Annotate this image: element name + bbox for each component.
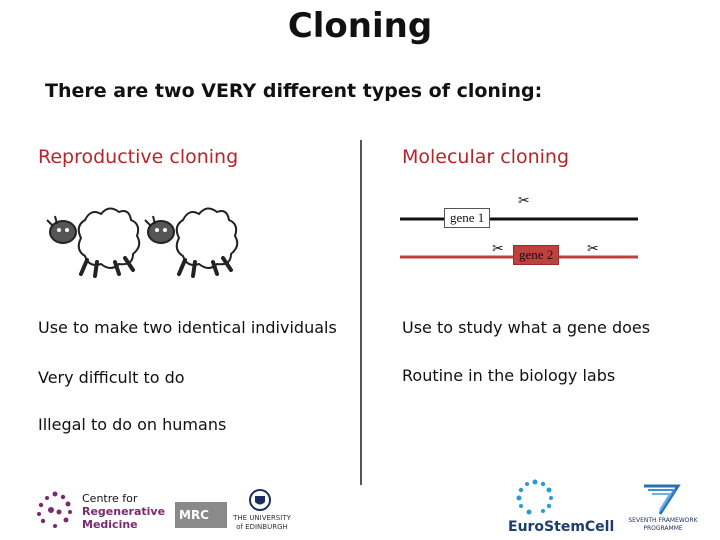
page-title: Cloning xyxy=(287,6,433,46)
sheep-icon xyxy=(46,207,141,278)
reproductive-cloning-heading: Reproductive cloning xyxy=(38,146,239,168)
edinburgh-crest-icon xyxy=(248,488,272,512)
sheep-illustration xyxy=(46,207,239,278)
fp7-line-2: PROGRAMME xyxy=(643,525,683,532)
gene-2-label: gene 2 xyxy=(513,245,560,265)
subtitle: There are two VERY different types of cl… xyxy=(45,80,543,102)
fp7-logo-text: SEVENTH FRAMEWORK PROGRAMME xyxy=(625,517,701,533)
fp7-logo-icon xyxy=(640,480,686,516)
molecular-point-2: Routine in the biology labs xyxy=(402,366,616,385)
fp7-line-1: SEVENTH FRAMEWORK xyxy=(628,517,698,524)
eurostemcell-dots-icon xyxy=(513,478,557,518)
edinburgh-line-2: of EDINBURGH xyxy=(236,523,288,531)
reproductive-point-1: Use to make two identical individuals xyxy=(38,318,337,337)
column-divider xyxy=(360,140,362,485)
scissors-icon: ✂ xyxy=(587,241,599,257)
eurostemcell-logo-text: EuroStemCell xyxy=(508,519,615,535)
mrc-logo: MRC xyxy=(175,502,227,528)
edinburgh-logo-text: THE UNIVERSITY of EDINBURGH xyxy=(232,514,292,532)
reproductive-point-3: Illegal to do on humans xyxy=(38,415,227,434)
sheep-icon xyxy=(144,207,239,278)
edinburgh-line-1: THE UNIVERSITY xyxy=(233,514,291,522)
mrc-logo-text: MRC xyxy=(179,508,209,522)
crm-line-2: Regenerative xyxy=(82,505,166,518)
molecular-cloning-heading: Molecular cloning xyxy=(402,146,570,168)
crm-line-3: Medicine xyxy=(82,518,138,531)
crm-logo-text: Centre for Regenerative Medicine xyxy=(82,492,165,531)
scissors-icon: ✂ xyxy=(518,195,530,209)
gene-1-label: gene 1 xyxy=(444,208,491,228)
crm-line-1: Centre for xyxy=(82,492,138,505)
molecular-point-1: Use to study what a gene does xyxy=(402,318,651,337)
scissors-icon: ✂ xyxy=(492,241,504,257)
crm-logo-icon xyxy=(35,490,80,530)
reproductive-point-2: Very difficult to do xyxy=(38,368,185,387)
